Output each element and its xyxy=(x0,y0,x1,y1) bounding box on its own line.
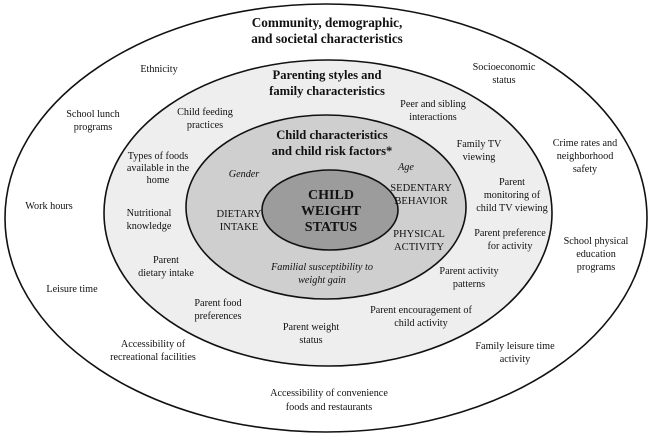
label-work-hours: Work hours xyxy=(25,201,73,212)
svg-text:Parent preference: Parent preference xyxy=(474,228,546,239)
svg-text:Crime rates and: Crime rates and xyxy=(553,138,618,149)
label-parent-monitoring-tv: Parent monitoring of child TV viewing xyxy=(476,177,548,214)
label-ethnicity: Ethnicity xyxy=(140,64,178,75)
core-title-line-1: CHILD xyxy=(308,188,354,203)
svg-text:child TV viewing: child TV viewing xyxy=(476,203,548,214)
label-sedentary-behavior: SEDENTARY BEHAVIOR xyxy=(390,183,452,207)
label-peer-sibling-interactions: Peer and sibling interactions xyxy=(400,99,466,123)
core-title-line-2: WEIGHT xyxy=(301,204,362,219)
label-age: Age xyxy=(397,162,414,173)
label-socioeconomic-status: Socioeconomic status xyxy=(473,62,536,86)
core-ellipse xyxy=(261,169,399,251)
label-child-feeding-practices: Child feeding practices xyxy=(177,107,233,131)
svg-text:weight gain: weight gain xyxy=(298,275,346,286)
label-parent-activity-patterns: Parent activity patterns xyxy=(439,266,499,290)
core-title: CHILD WEIGHT STATUS xyxy=(301,188,362,235)
svg-text:Types of foods: Types of foods xyxy=(128,151,188,162)
svg-text:safety: safety xyxy=(573,164,598,175)
svg-text:monitoring of: monitoring of xyxy=(484,190,541,201)
child-title-line-1: Child characteristics xyxy=(276,128,388,142)
label-parent-encouragement: Parent encouragement of child activity xyxy=(370,305,472,329)
label-physical-activity: PHYSICAL ACTIVITY xyxy=(393,229,445,253)
label-dietary-intake: DIETARY INTAKE xyxy=(216,209,261,233)
svg-text:Nutritional: Nutritional xyxy=(127,208,172,219)
svg-text:foods and restaurants: foods and restaurants xyxy=(286,402,373,413)
label-accessibility-convenience: Accessibility of convenience foods and r… xyxy=(270,388,388,413)
svg-text:Parent: Parent xyxy=(153,255,179,266)
svg-text:Parent encouragement of: Parent encouragement of xyxy=(370,305,472,316)
svg-text:SEDENTARY: SEDENTARY xyxy=(390,183,452,194)
svg-text:Parent weight: Parent weight xyxy=(283,322,339,333)
svg-text:available in the: available in the xyxy=(127,163,190,174)
svg-text:BEHAVIOR: BEHAVIOR xyxy=(394,196,448,207)
parenting-title: Parenting styles and family characterist… xyxy=(269,68,385,98)
svg-text:DIETARY: DIETARY xyxy=(216,209,261,220)
label-parent-weight-status: Parent weight status xyxy=(283,322,339,346)
svg-text:Accessibility of convenience: Accessibility of convenience xyxy=(270,388,388,399)
svg-text:education: education xyxy=(576,249,616,260)
svg-text:neighborhood: neighborhood xyxy=(557,151,614,162)
svg-text:Age: Age xyxy=(397,162,414,173)
parenting-title-line-1: Parenting styles and xyxy=(273,68,382,82)
svg-text:School physical: School physical xyxy=(564,236,629,247)
svg-text:Accessibility of: Accessibility of xyxy=(121,339,186,350)
svg-text:Parent: Parent xyxy=(499,177,525,188)
svg-text:Family TV: Family TV xyxy=(457,139,502,150)
svg-text:interactions: interactions xyxy=(409,112,457,123)
child-title-line-2: and child risk factors* xyxy=(272,144,393,158)
svg-text:Family leisure time: Family leisure time xyxy=(475,341,555,352)
svg-text:Parent activity: Parent activity xyxy=(439,266,499,277)
label-familial-susceptibility: Familial susceptibility to weight gain xyxy=(270,262,373,286)
svg-text:PHYSICAL: PHYSICAL xyxy=(393,229,445,240)
svg-text:Work hours: Work hours xyxy=(25,201,73,212)
svg-text:for activity: for activity xyxy=(488,241,534,252)
label-types-of-foods: Types of foods available in the home xyxy=(127,151,190,186)
svg-text:Socioeconomic: Socioeconomic xyxy=(473,62,536,73)
community-title: Community, demographic, and societal cha… xyxy=(251,15,403,46)
svg-text:Peer and sibling: Peer and sibling xyxy=(400,99,466,110)
svg-text:practices: practices xyxy=(187,120,223,131)
svg-text:INTAKE: INTAKE xyxy=(220,222,259,233)
parenting-title-line-2: family characteristics xyxy=(269,84,385,98)
label-nutritional-knowledge: Nutritional knowledge xyxy=(127,208,172,232)
community-title-line-2: and societal characteristics xyxy=(251,31,403,46)
label-leisure-time: Leisure time xyxy=(46,284,98,295)
svg-text:Child feeding: Child feeding xyxy=(177,107,233,118)
child-title: Child characteristics and child risk fac… xyxy=(272,128,393,158)
svg-text:Familial susceptibility to: Familial susceptibility to xyxy=(270,262,373,273)
label-crime-rates: Crime rates and neighborhood safety xyxy=(553,138,618,175)
svg-text:School lunch: School lunch xyxy=(66,109,119,120)
svg-text:dietary intake: dietary intake xyxy=(138,268,194,279)
label-school-pe-programs: School physical education programs xyxy=(564,236,629,273)
svg-text:programs: programs xyxy=(577,262,616,273)
svg-text:preferences: preferences xyxy=(195,311,242,322)
svg-text:child activity: child activity xyxy=(394,318,448,329)
svg-text:Leisure time: Leisure time xyxy=(46,284,98,295)
svg-text:patterns: patterns xyxy=(453,279,485,290)
label-parent-dietary-intake: Parent dietary intake xyxy=(138,255,194,279)
svg-text:home: home xyxy=(147,175,170,186)
svg-text:activity: activity xyxy=(500,354,531,365)
svg-text:status: status xyxy=(492,75,515,86)
label-school-lunch-programs: School lunch programs xyxy=(66,109,119,133)
label-parent-preference-activity: Parent preference for activity xyxy=(474,228,546,252)
svg-text:ACTIVITY: ACTIVITY xyxy=(394,242,444,253)
svg-text:programs: programs xyxy=(74,122,113,133)
svg-text:recreational facilities: recreational facilities xyxy=(110,352,196,363)
svg-text:viewing: viewing xyxy=(463,152,496,163)
svg-text:status: status xyxy=(299,335,322,346)
core-title-line-3: STATUS xyxy=(305,220,358,235)
label-family-leisure-activity: Family leisure time activity xyxy=(475,341,555,365)
label-accessibility-recreational: Accessibility of recreational facilities xyxy=(110,339,196,363)
svg-text:Ethnicity: Ethnicity xyxy=(140,64,178,75)
svg-text:knowledge: knowledge xyxy=(127,221,172,232)
label-gender: Gender xyxy=(229,169,260,180)
svg-text:Gender: Gender xyxy=(229,169,260,180)
label-parent-food-preferences: Parent food preferences xyxy=(194,298,241,322)
community-title-line-1: Community, demographic, xyxy=(252,15,403,30)
svg-text:Parent food: Parent food xyxy=(194,298,241,309)
label-family-tv-viewing: Family TV viewing xyxy=(457,139,502,163)
